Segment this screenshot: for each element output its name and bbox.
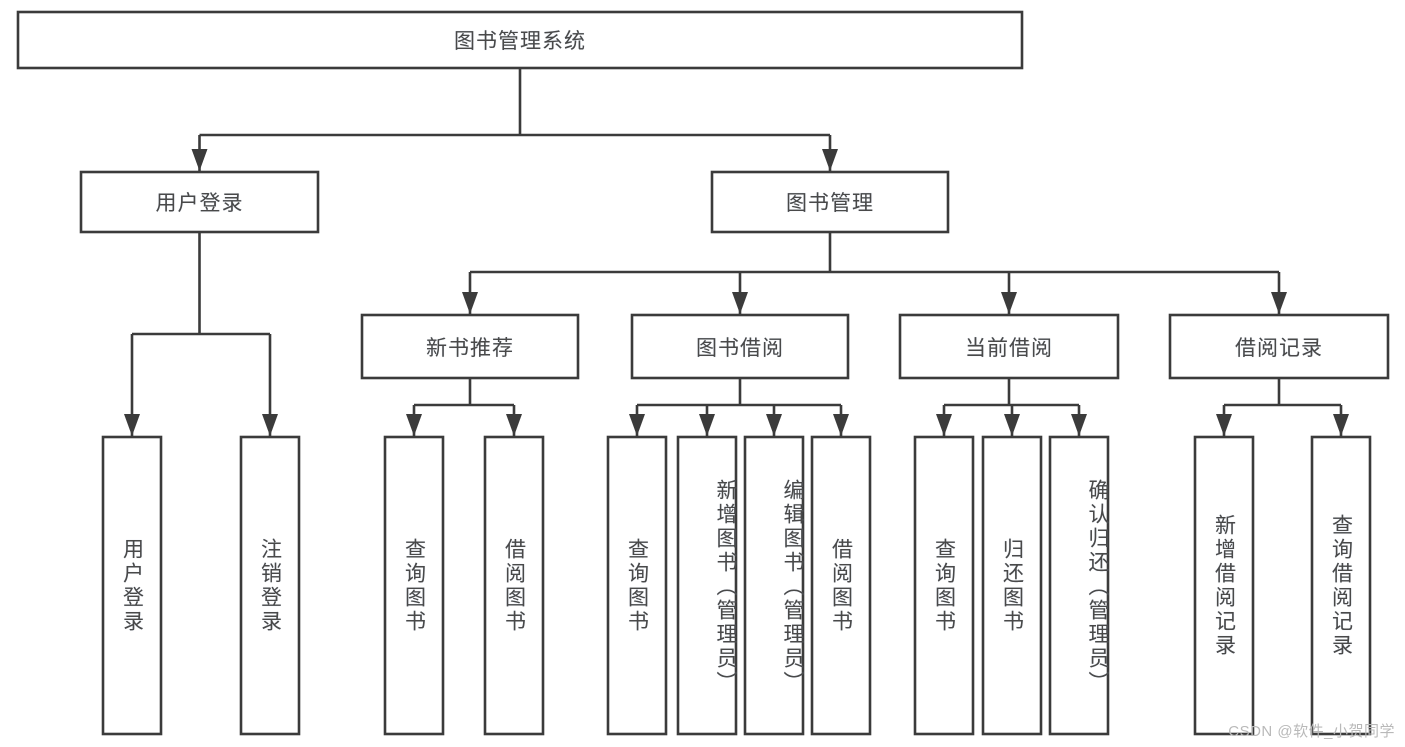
node-box-leaf-query-borrow-record[interactable] [1310,435,1372,736]
arrow-head-icon [1216,414,1232,436]
node-box-user-login[interactable] [79,170,320,234]
node-box-leaf-query-book-1[interactable] [383,435,445,736]
node-box-leaf-user-login[interactable] [101,435,163,736]
node-box-book-borrow[interactable] [630,313,850,380]
node-box-leaf-return-book[interactable] [981,435,1043,736]
boxes-layer [16,10,1390,736]
node-box-leaf-borrow-book-2[interactable] [810,435,872,736]
node-box-new-book-recommend[interactable] [360,313,580,380]
node-box-borrow-record[interactable] [1168,313,1390,380]
node-box-leaf-user-logout[interactable] [239,435,301,736]
arrow-head-icon [462,292,478,314]
arrow-head-icon [1271,292,1287,314]
arrow-head-icon [191,149,208,171]
node-box-leaf-edit-book[interactable] [743,435,805,736]
arrow-head-icon [732,292,748,314]
arrow-head-icon [124,414,140,436]
arrow-head-icon [262,414,278,436]
node-box-leaf-borrow-book-1[interactable] [483,435,545,736]
arrow-head-icon [506,414,522,436]
node-box-leaf-query-book-3[interactable] [913,435,975,736]
arrow-head-icon [1004,414,1020,436]
arrow-head-icon [1071,414,1087,436]
node-box-book-manage[interactable] [710,170,950,234]
arrow-head-icon [936,414,952,436]
arrow-head-icon [1001,292,1017,314]
node-box-leaf-query-book-2[interactable] [606,435,668,736]
node-box-leaf-add-borrow-record[interactable] [1193,435,1255,736]
edges-layer [124,68,1349,436]
arrow-head-icon [833,414,849,436]
arrow-head-icon [822,149,838,171]
node-box-root[interactable] [16,10,1024,70]
node-box-leaf-confirm-return[interactable] [1048,435,1110,736]
arrow-head-icon [406,414,422,436]
arrow-head-icon [699,414,715,436]
arrow-head-icon [766,414,782,436]
arrow-head-icon [1333,414,1349,436]
node-box-current-borrow[interactable] [898,313,1120,380]
arrow-head-icon [629,414,645,436]
node-box-leaf-add-book[interactable] [676,435,738,736]
